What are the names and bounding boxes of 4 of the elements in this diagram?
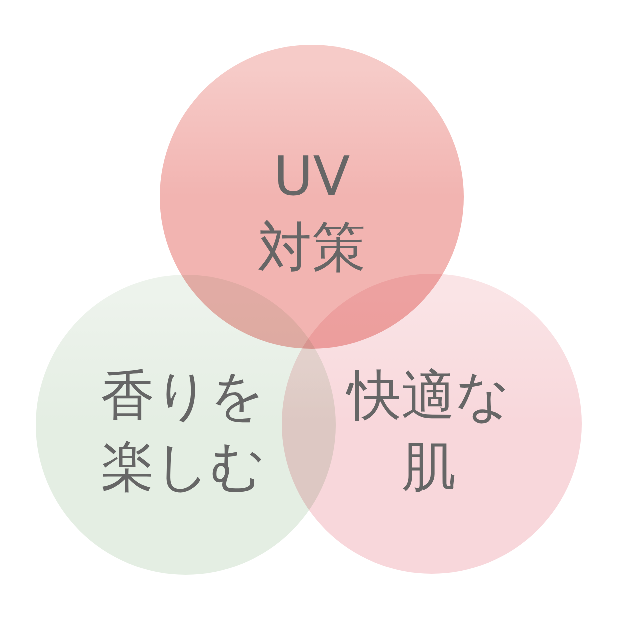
circle-label: 快適な肌 — [345, 363, 512, 500]
circle-label: UV対策 — [257, 144, 367, 281]
venn-circle — [282, 274, 582, 574]
circle-label: 香りを楽しむ — [100, 363, 266, 500]
